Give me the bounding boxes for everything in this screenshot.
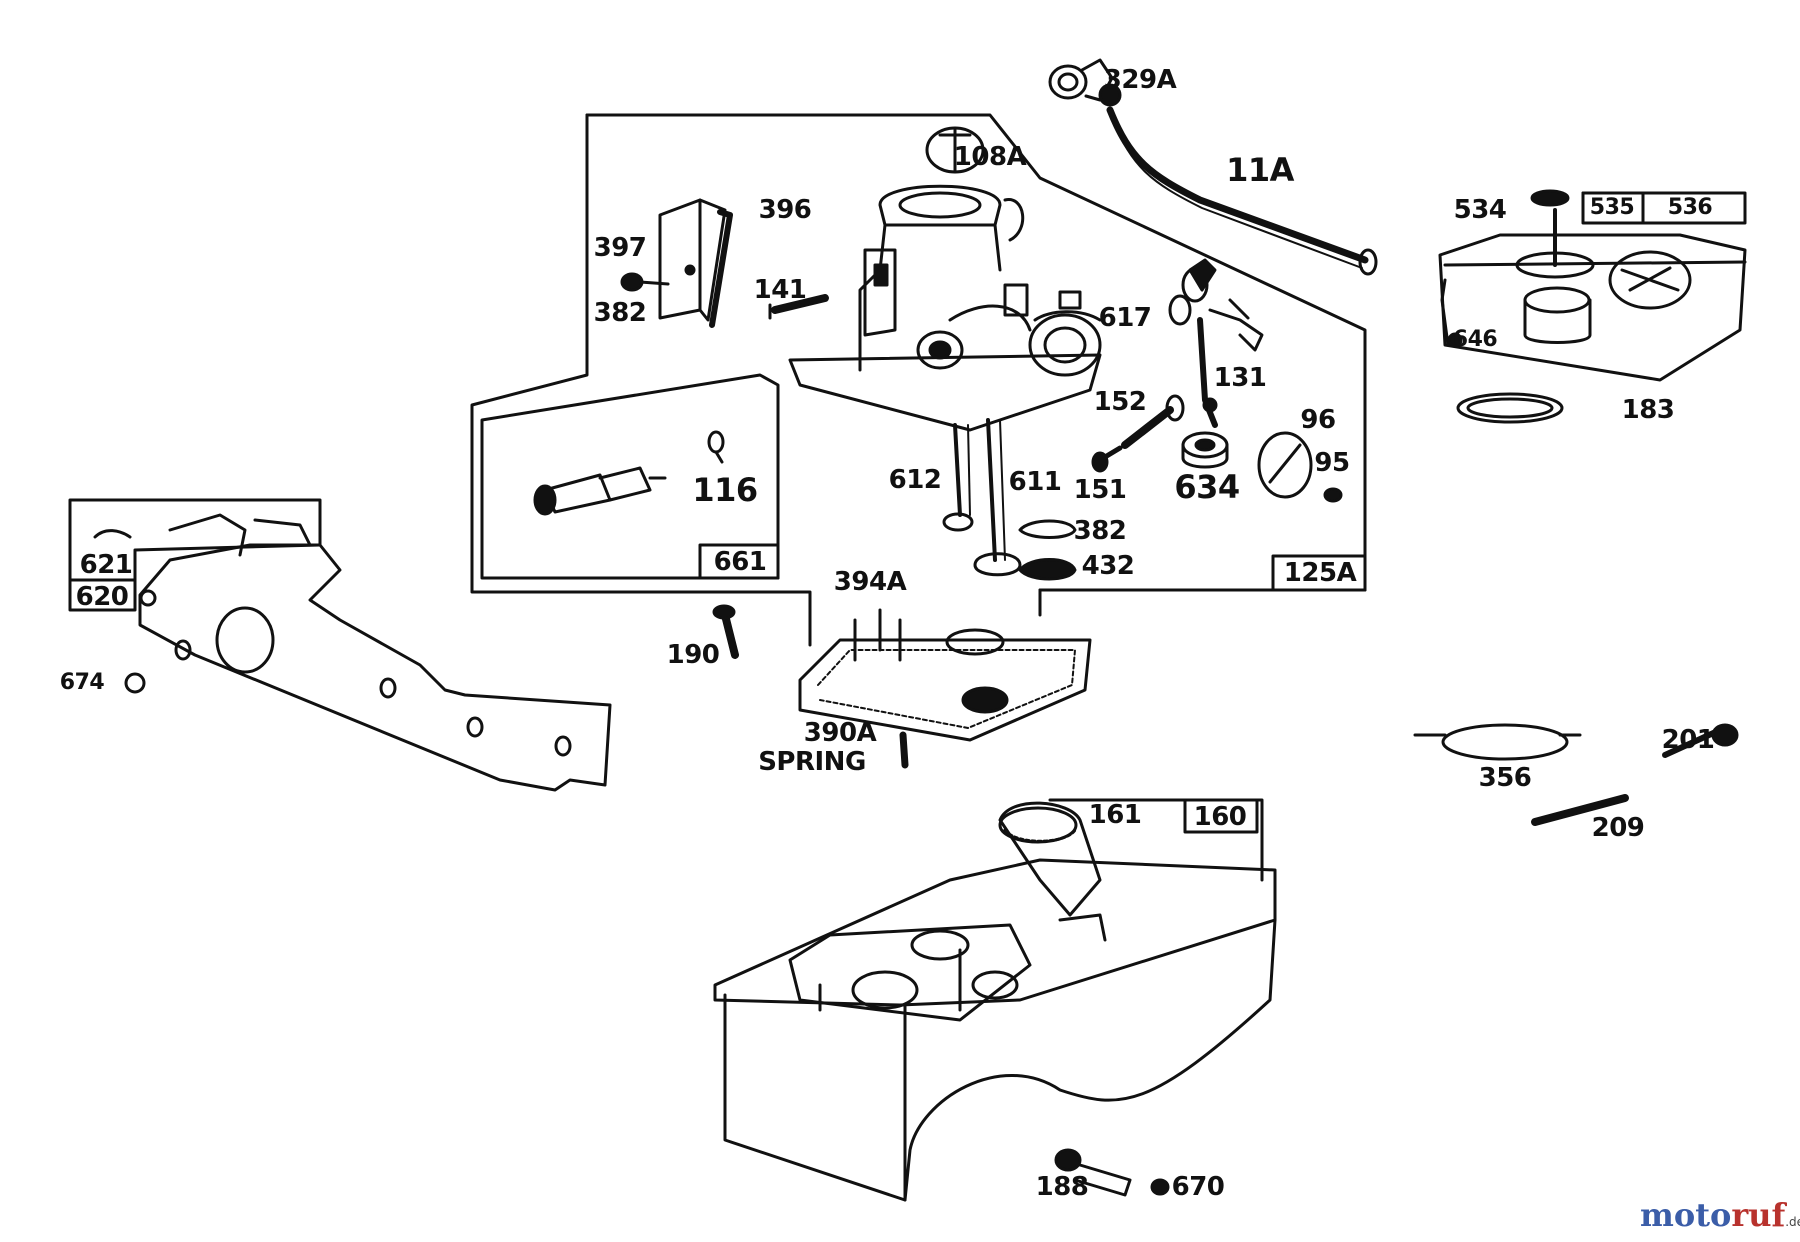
label-209: 209 xyxy=(1591,813,1645,843)
label-356: 356 xyxy=(1478,763,1532,793)
label-390a: 390A xyxy=(803,718,877,748)
label-96: 96 xyxy=(1300,405,1336,435)
throttle-shaft-drawing xyxy=(1168,258,1264,428)
label-621: 621 xyxy=(79,550,133,580)
label-141: 141 xyxy=(753,275,807,305)
label-611: 611 xyxy=(1008,467,1062,497)
label-612: 612 xyxy=(888,465,942,495)
label-131: 131 xyxy=(1213,363,1267,393)
label-11a: 11A xyxy=(1226,151,1294,189)
label-95: 95 xyxy=(1314,448,1350,478)
label-661: 661 xyxy=(713,547,767,577)
label-152: 152 xyxy=(1093,387,1147,417)
part-box-661 xyxy=(698,543,780,580)
label-432: 432 xyxy=(1081,551,1135,581)
label-382-top: 382 xyxy=(593,298,647,328)
label-535: 535 xyxy=(1589,195,1635,220)
idle-screw-parts-drawing xyxy=(620,198,829,328)
label-646: 646 xyxy=(1452,327,1498,352)
part-box-160 xyxy=(1183,798,1259,834)
watermark-suffix: .de xyxy=(1785,1215,1800,1229)
label-spring: SPRING xyxy=(758,747,866,777)
label-620: 620 xyxy=(75,582,129,612)
label-183: 183 xyxy=(1621,395,1675,425)
float-parts-drawing xyxy=(1181,431,1343,503)
label-382-bottom: 382 xyxy=(1073,516,1127,546)
spark-plug-box xyxy=(480,373,780,580)
label-125a: 125A xyxy=(1283,558,1357,588)
watermark-logo: motoruf.de xyxy=(1640,1196,1800,1234)
label-190: 190 xyxy=(666,640,720,670)
carburetor-assembly-outline xyxy=(470,113,1367,647)
label-201: 201 xyxy=(1661,725,1715,755)
label-108a: 108A xyxy=(953,142,1027,172)
gasket-drawing xyxy=(712,604,1092,769)
label-397: 397 xyxy=(593,233,647,263)
label-617: 617 xyxy=(1098,303,1152,333)
hardware-right-drawing xyxy=(1413,723,1739,826)
air-cleaner-drawing xyxy=(1438,189,1747,424)
watermark-brand-b: ruf xyxy=(1731,1196,1786,1234)
label-674: 674 xyxy=(59,670,105,695)
part-box-125a xyxy=(1271,554,1367,592)
fuel-line-drawing xyxy=(1048,58,1378,276)
label-116: 116 xyxy=(692,471,758,509)
label-396: 396 xyxy=(758,195,812,225)
carburetor-body-drawing xyxy=(788,126,1102,432)
label-394a: 394A xyxy=(833,567,907,597)
needle-valves-drawing xyxy=(942,418,1077,581)
watermark-brand-a: moto xyxy=(1640,1196,1732,1234)
governor-bracket-drawing xyxy=(68,498,612,792)
label-151: 151 xyxy=(1073,475,1127,505)
label-634: 634 xyxy=(1174,468,1240,506)
fuel-tank-drawing xyxy=(713,798,1277,1202)
label-536: 536 xyxy=(1667,195,1713,220)
label-670: 670 xyxy=(1171,1172,1225,1202)
adjusting-screws-drawing xyxy=(1091,394,1185,473)
label-329a: 329A xyxy=(1103,65,1177,95)
spark-plug-drawing xyxy=(533,430,725,516)
label-160: 160 xyxy=(1193,802,1247,832)
label-188: 188 xyxy=(1035,1172,1089,1202)
label-161: 161 xyxy=(1088,800,1142,830)
label-534: 534 xyxy=(1453,195,1507,225)
